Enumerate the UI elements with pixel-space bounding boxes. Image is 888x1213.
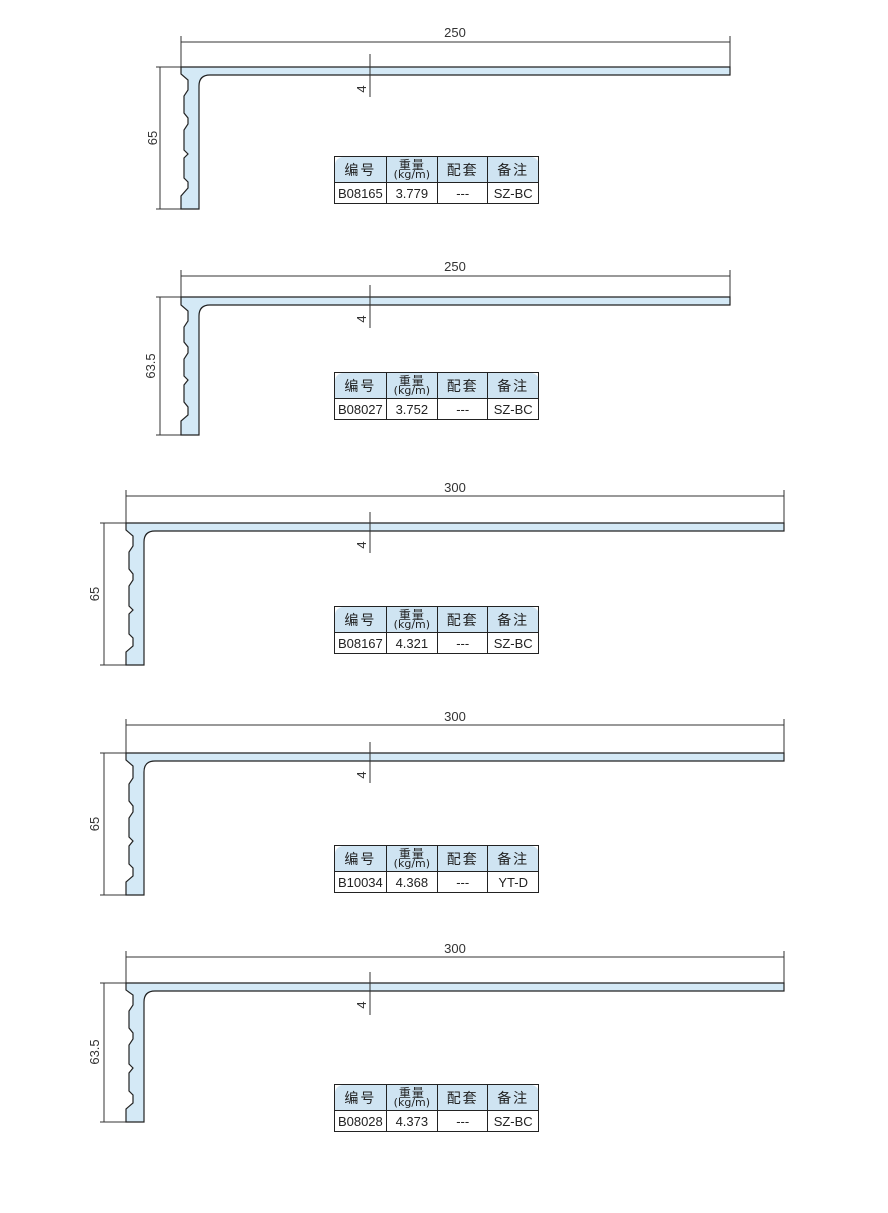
header-match: 配套 — [437, 156, 489, 183]
value-note: YT-D — [487, 871, 539, 893]
profile-drawing: 250 65 4 — [145, 25, 731, 210]
value-match: --- — [437, 632, 489, 654]
width-dimension: 250 — [444, 25, 466, 40]
header-note: 备注 — [487, 156, 539, 183]
height-dimension: 65 — [87, 817, 102, 831]
header-note: 备注 — [487, 606, 539, 633]
value-code: B10034 — [334, 871, 387, 893]
thickness-dimension: 4 — [354, 1001, 369, 1008]
header-code: 编号 — [334, 606, 387, 633]
profile-b10034: 300 65 4 编号 重量(kg/m) 配套 备注 B10034 4.368 … — [0, 700, 888, 930]
header-match: 配套 — [437, 606, 489, 633]
header-match: 配套 — [437, 1084, 489, 1111]
value-match: --- — [437, 871, 489, 893]
value-weight: 4.368 — [385, 871, 439, 893]
width-dimension: 300 — [444, 709, 466, 724]
profile-drawing: 300 65 4 — [87, 709, 785, 896]
header-note: 备注 — [487, 1084, 539, 1111]
header-code: 编号 — [334, 156, 387, 183]
l-profile-shape — [125, 982, 785, 1123]
thickness-dimension: 4 — [354, 541, 369, 548]
header-note: 备注 — [487, 845, 539, 872]
header-weight: 重量(kg/m) — [385, 372, 439, 399]
width-dimension: 300 — [444, 480, 466, 495]
l-profile-shape — [180, 296, 731, 436]
value-match: --- — [437, 1110, 489, 1132]
header-code: 编号 — [334, 845, 387, 872]
value-code: B08028 — [334, 1110, 387, 1132]
height-dimension: 65 — [145, 131, 160, 145]
spec-table: 编号 重量(kg/m) 配套 备注 B08165 3.779 --- SZ-BC — [334, 156, 539, 204]
l-profile-shape — [180, 66, 731, 210]
value-code: B08167 — [334, 632, 387, 654]
header-weight: 重量(kg/m) — [385, 1084, 439, 1111]
value-code: B08165 — [334, 182, 387, 204]
value-note: SZ-BC — [487, 1110, 539, 1132]
profile-b08167: 300 65 4 编号 重量(kg/m) 配套 备注 B08167 4.321 … — [0, 470, 888, 700]
value-match: --- — [437, 398, 489, 420]
thickness-dimension: 4 — [354, 85, 369, 92]
header-note: 备注 — [487, 372, 539, 399]
value-note: SZ-BC — [487, 398, 539, 420]
profile-drawing: 250 63.5 4 — [143, 259, 731, 436]
l-profile-shape — [125, 522, 785, 666]
value-weight: 4.321 — [385, 632, 439, 654]
height-dimension: 63.5 — [143, 353, 158, 378]
header-code: 编号 — [334, 372, 387, 399]
value-code: B08027 — [334, 398, 387, 420]
header-weight: 重量(kg/m) — [385, 606, 439, 633]
value-note: SZ-BC — [487, 182, 539, 204]
width-dimension: 250 — [444, 259, 466, 274]
header-code: 编号 — [334, 1084, 387, 1111]
thickness-dimension: 4 — [354, 771, 369, 778]
header-match: 配套 — [437, 845, 489, 872]
height-dimension: 63.5 — [87, 1039, 102, 1064]
profile-drawing: 300 63.5 4 — [87, 941, 785, 1123]
value-weight: 4.373 — [385, 1110, 439, 1132]
profile-b08028: 300 63.5 4 编号 重量(kg/m) 配套 备注 B08028 4.37… — [0, 935, 888, 1165]
profile-b08027: 250 63.5 4 编号 重量(kg/m) 配套 备注 B08027 3.75… — [0, 235, 888, 465]
spec-table: 编号 重量(kg/m) 配套 备注 B08027 3.752 --- SZ-BC — [334, 372, 539, 420]
header-match: 配套 — [437, 372, 489, 399]
value-weight: 3.752 — [385, 398, 439, 420]
spec-table: 编号 重量(kg/m) 配套 备注 B08028 4.373 --- SZ-BC — [334, 1084, 539, 1132]
header-weight: 重量(kg/m) — [385, 156, 439, 183]
spec-table: 编号 重量(kg/m) 配套 备注 B08167 4.321 --- SZ-BC — [334, 606, 539, 654]
l-profile-shape — [125, 752, 785, 896]
height-dimension: 65 — [87, 587, 102, 601]
profile-drawing: 300 65 4 — [87, 480, 785, 666]
width-dimension: 300 — [444, 941, 466, 956]
thickness-dimension: 4 — [354, 315, 369, 322]
value-note: SZ-BC — [487, 632, 539, 654]
profile-b08165: 250 65 4 编号 重量(kg/m) 配套 备注 B08165 3.779 … — [0, 0, 888, 230]
header-weight: 重量(kg/m) — [385, 845, 439, 872]
value-match: --- — [437, 182, 489, 204]
value-weight: 3.779 — [385, 182, 439, 204]
spec-table: 编号 重量(kg/m) 配套 备注 B10034 4.368 --- YT-D — [334, 845, 539, 893]
